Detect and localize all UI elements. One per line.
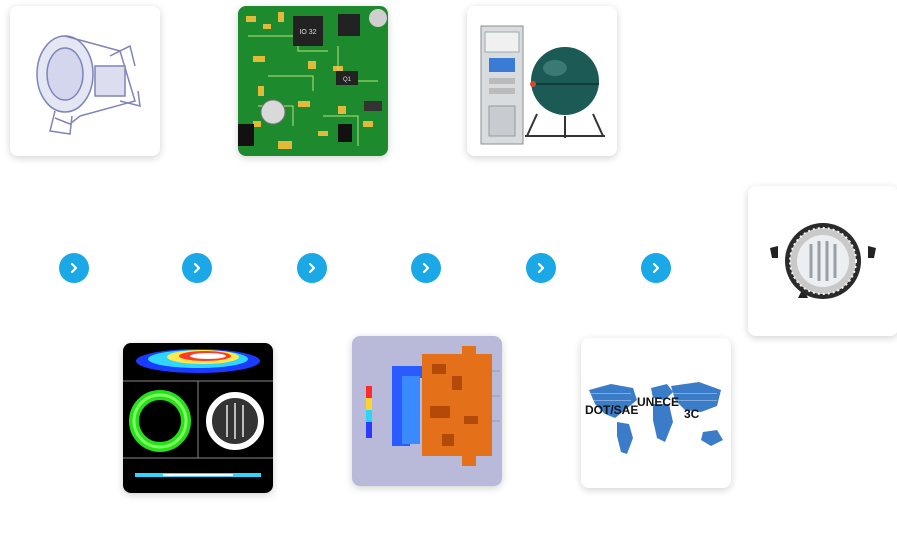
photometric-integrating-sphere-image (467, 6, 617, 156)
light-distribution-simulation-card (123, 343, 273, 493)
chevron-right-icon (652, 262, 660, 274)
next-arrow-button-5[interactable] (526, 253, 556, 283)
next-arrow-button-3[interactable] (297, 253, 327, 283)
certification-world-map-card: DOT/SAE UNECE 3C (581, 338, 731, 488)
pcb-circuit-board-card: IO 32 Q1 (238, 6, 388, 156)
next-arrow-button-4[interactable] (411, 253, 441, 283)
world-certification-map-image: DOT/SAE UNECE 3C (581, 338, 731, 488)
lamp-housing-3d-model-card (10, 6, 160, 156)
thermal-simulation-card (352, 336, 502, 486)
photometric-test-equipment-card (467, 6, 617, 156)
pcb-chip-label: IO 32 (299, 29, 316, 36)
pcb-chip2-label: Q1 (343, 77, 352, 83)
next-arrow-button-2[interactable] (182, 253, 212, 283)
chevron-right-icon (308, 262, 316, 274)
finished-fog-lamp-image (748, 186, 897, 336)
finished-fog-lamp-card (748, 186, 897, 336)
thermal-simulation-image (352, 336, 502, 486)
lamp-housing-3d-model-image (10, 6, 160, 156)
chevron-right-icon (422, 262, 430, 274)
map-label-dot-sae: DOT/SAE (585, 403, 638, 417)
next-arrow-button-1[interactable] (59, 253, 89, 283)
chevron-right-icon (193, 262, 201, 274)
map-label-3c: 3C (684, 407, 700, 421)
pcb-circuit-board-image: IO 32 Q1 (238, 6, 388, 156)
chevron-right-icon (70, 262, 78, 274)
next-arrow-button-6[interactable] (641, 253, 671, 283)
light-distribution-simulation-image (123, 343, 273, 493)
map-label-unece: UNECE (637, 395, 679, 409)
chevron-right-icon (537, 262, 545, 274)
